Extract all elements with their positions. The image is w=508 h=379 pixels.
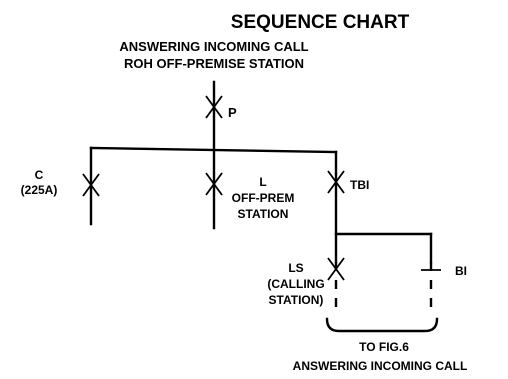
- subtitle-line-2: ROH OFF-PREMISE STATION: [124, 56, 304, 71]
- l-operate-mark: [205, 172, 223, 196]
- c-sublabel: (225A): [21, 183, 58, 197]
- p-label: P: [228, 105, 237, 120]
- subtitle-line-1: ANSWERING INCOMING CALL: [119, 39, 308, 54]
- p-operate-mark: [205, 95, 223, 119]
- c-operate-mark: [82, 173, 100, 197]
- ls-label: LS: [288, 261, 303, 275]
- l-sublabel-1: OFF-PREM: [232, 191, 295, 205]
- ls-operate-mark: [327, 257, 345, 281]
- ls-sublabel-2: STATION): [269, 293, 324, 307]
- brace: [325, 317, 439, 333]
- top-horizontal-line: [89, 146, 338, 154]
- l-sublabel-2: STATION: [238, 207, 289, 221]
- l-label: L: [259, 175, 266, 189]
- ls-sublabel-1: (CALLING: [267, 277, 324, 291]
- c-label: C: [35, 168, 44, 182]
- footer-desc-label: ANSWERING INCOMING CALL: [293, 359, 468, 373]
- b1-label: BI: [455, 264, 467, 278]
- tb1-operate-mark: [327, 170, 345, 194]
- tb1-label: TBI: [350, 178, 369, 192]
- chart-title: SEQUENCE CHART: [231, 12, 410, 33]
- footer-ref-label: TO FIG.6: [359, 340, 409, 354]
